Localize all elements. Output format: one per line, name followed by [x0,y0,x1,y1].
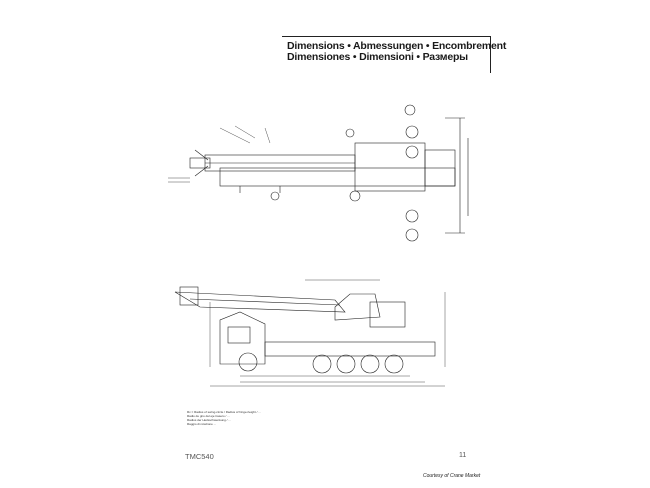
crane-top-view-drawing [168,104,469,242]
page-number: 11 [459,452,467,459]
crane-side-view-drawing [174,279,446,387]
courtesy-credit: Courtesy of Crane Market [423,473,481,479]
footnote-line: Radio de giro del eje trasero / ... [187,414,230,418]
dimension-footnote: Rv = Radius of swing-circle / Radius of … [187,410,337,426]
header-rule-horizontal [282,36,490,37]
model-name: TMC540 [185,452,214,461]
footnote-line: Radius der Heckschwenkung / ... [187,418,231,422]
page-title-line-1: Dimensions • Abmessungen • Encombrement [287,40,507,52]
header-rule-vertical [490,36,491,73]
footnote-line: Raggio di rotazione ... [187,422,217,426]
footnote-line: Rv = Radius of swing-circle / Radius of … [187,410,261,414]
page-title-line-2: Dimensiones • Dimensioni • Размеры [287,51,468,63]
